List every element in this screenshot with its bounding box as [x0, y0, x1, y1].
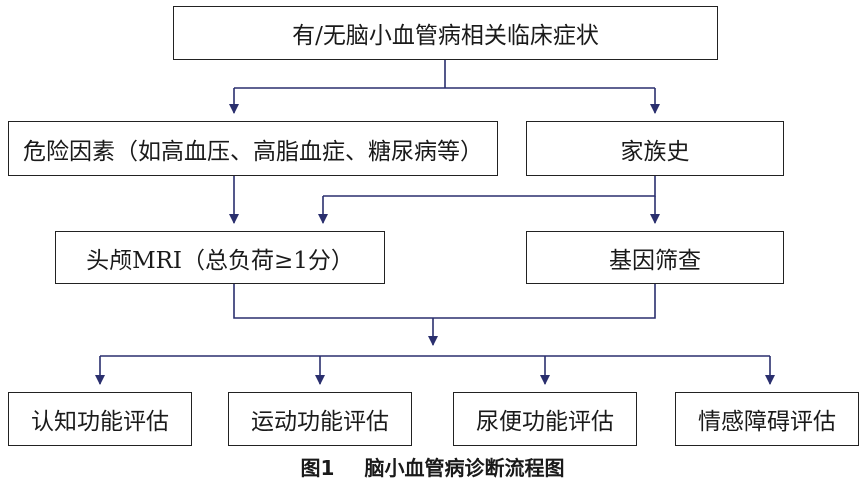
figure-title: 脑小血管病诊断流程图 — [364, 456, 565, 480]
label-clinical-symptoms: 有/无脑小血管病相关临床症状 — [292, 23, 599, 49]
label-emotion-assessment: 情感障碍评估 — [698, 409, 836, 435]
label-gene-screening: 基因筛查 — [609, 247, 701, 274]
connector-family-split — [323, 176, 656, 197]
label-risk-factors: 危险因素（如高血压、高脂血症、糖尿病等） — [23, 138, 483, 165]
figure-caption: 图1 脑小血管病诊断流程图 — [0, 452, 865, 481]
label-motor-assessment: 运动功能评估 — [251, 409, 389, 435]
connector-merge — [233, 284, 656, 319]
label-head-mri: 头颅MRI（总负荷≥1分） — [86, 247, 354, 274]
box-urinary-assessment: 尿便功能评估 — [453, 392, 637, 446]
box-clinical-symptoms: 有/无脑小血管病相关临床症状 — [173, 6, 718, 60]
label-urinary-assessment: 尿便功能评估 — [476, 409, 614, 435]
figure-number: 图1 — [300, 456, 335, 480]
box-family-history: 家族史 — [526, 121, 784, 176]
box-emotion-assessment: 情感障碍评估 — [675, 392, 859, 446]
label-cognitive-assessment: 认知功能评估 — [31, 409, 169, 435]
box-cognitive-assessment: 认知功能评估 — [8, 392, 192, 446]
box-head-mri: 头颅MRI（总负荷≥1分） — [55, 231, 385, 284]
box-gene-screening: 基因筛查 — [526, 231, 784, 284]
box-risk-factors: 危险因素（如高血压、高脂血症、糖尿病等） — [8, 121, 498, 176]
box-motor-assessment: 运动功能评估 — [228, 392, 412, 446]
connector-top-split — [234, 60, 655, 89]
label-family-history: 家族史 — [620, 138, 690, 165]
